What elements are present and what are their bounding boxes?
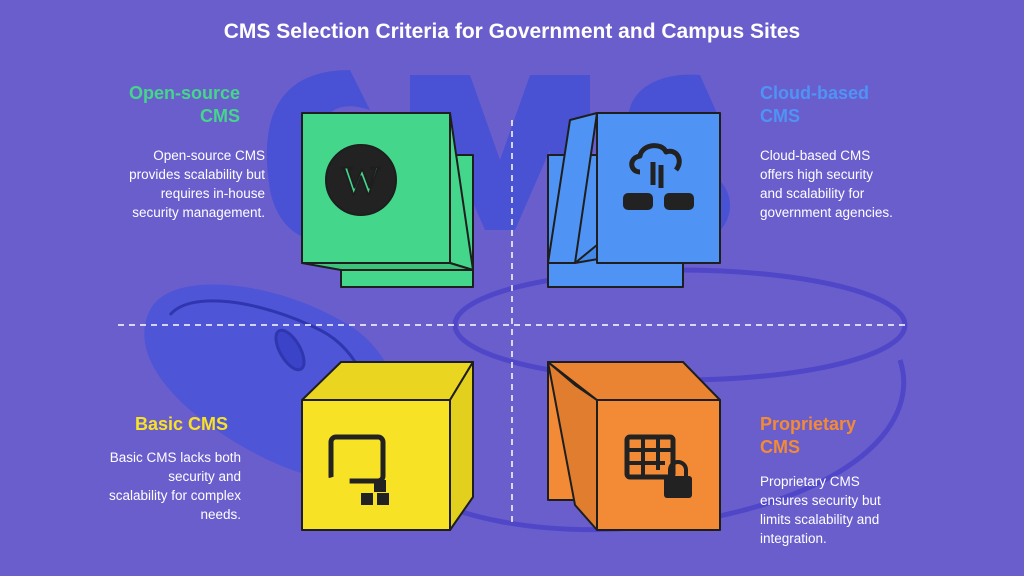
open-source-cube: W — [301, 112, 474, 288]
wordpress-icon — [325, 144, 397, 216]
quadrant-heading: CMS — [760, 106, 800, 126]
quadrant-description: Open-source CMS provides scalability but… — [129, 148, 265, 220]
quadrant-description: Proprietary CMS ensures security but lim… — [760, 474, 881, 546]
quadrant-heading: Proprietary — [760, 414, 857, 434]
cloud-server-icon — [629, 143, 682, 188]
basic-cube — [301, 361, 474, 531]
cloud-based-cube — [547, 112, 721, 288]
quadrant-heading: Basic CMS — [134, 414, 228, 434]
quadrant-heading: Cloud-based — [760, 83, 870, 103]
svg-text:W: W — [342, 158, 380, 203]
quadrant-heading: Open-source — [128, 83, 240, 103]
quadrant-description: Basic CMS lacks both security and scalab… — [108, 450, 241, 522]
browser-blocks-icon — [328, 434, 389, 505]
quadrant-heading: CMS — [200, 106, 240, 126]
quadrant-description: Cloud-based CMS offers high security and… — [760, 148, 893, 220]
proprietary-cube — [547, 361, 721, 531]
table-lock-icon — [624, 434, 692, 498]
quadrant-heading: CMS — [760, 437, 800, 457]
page-title: CMS Selection Criteria for Government an… — [223, 20, 801, 43]
